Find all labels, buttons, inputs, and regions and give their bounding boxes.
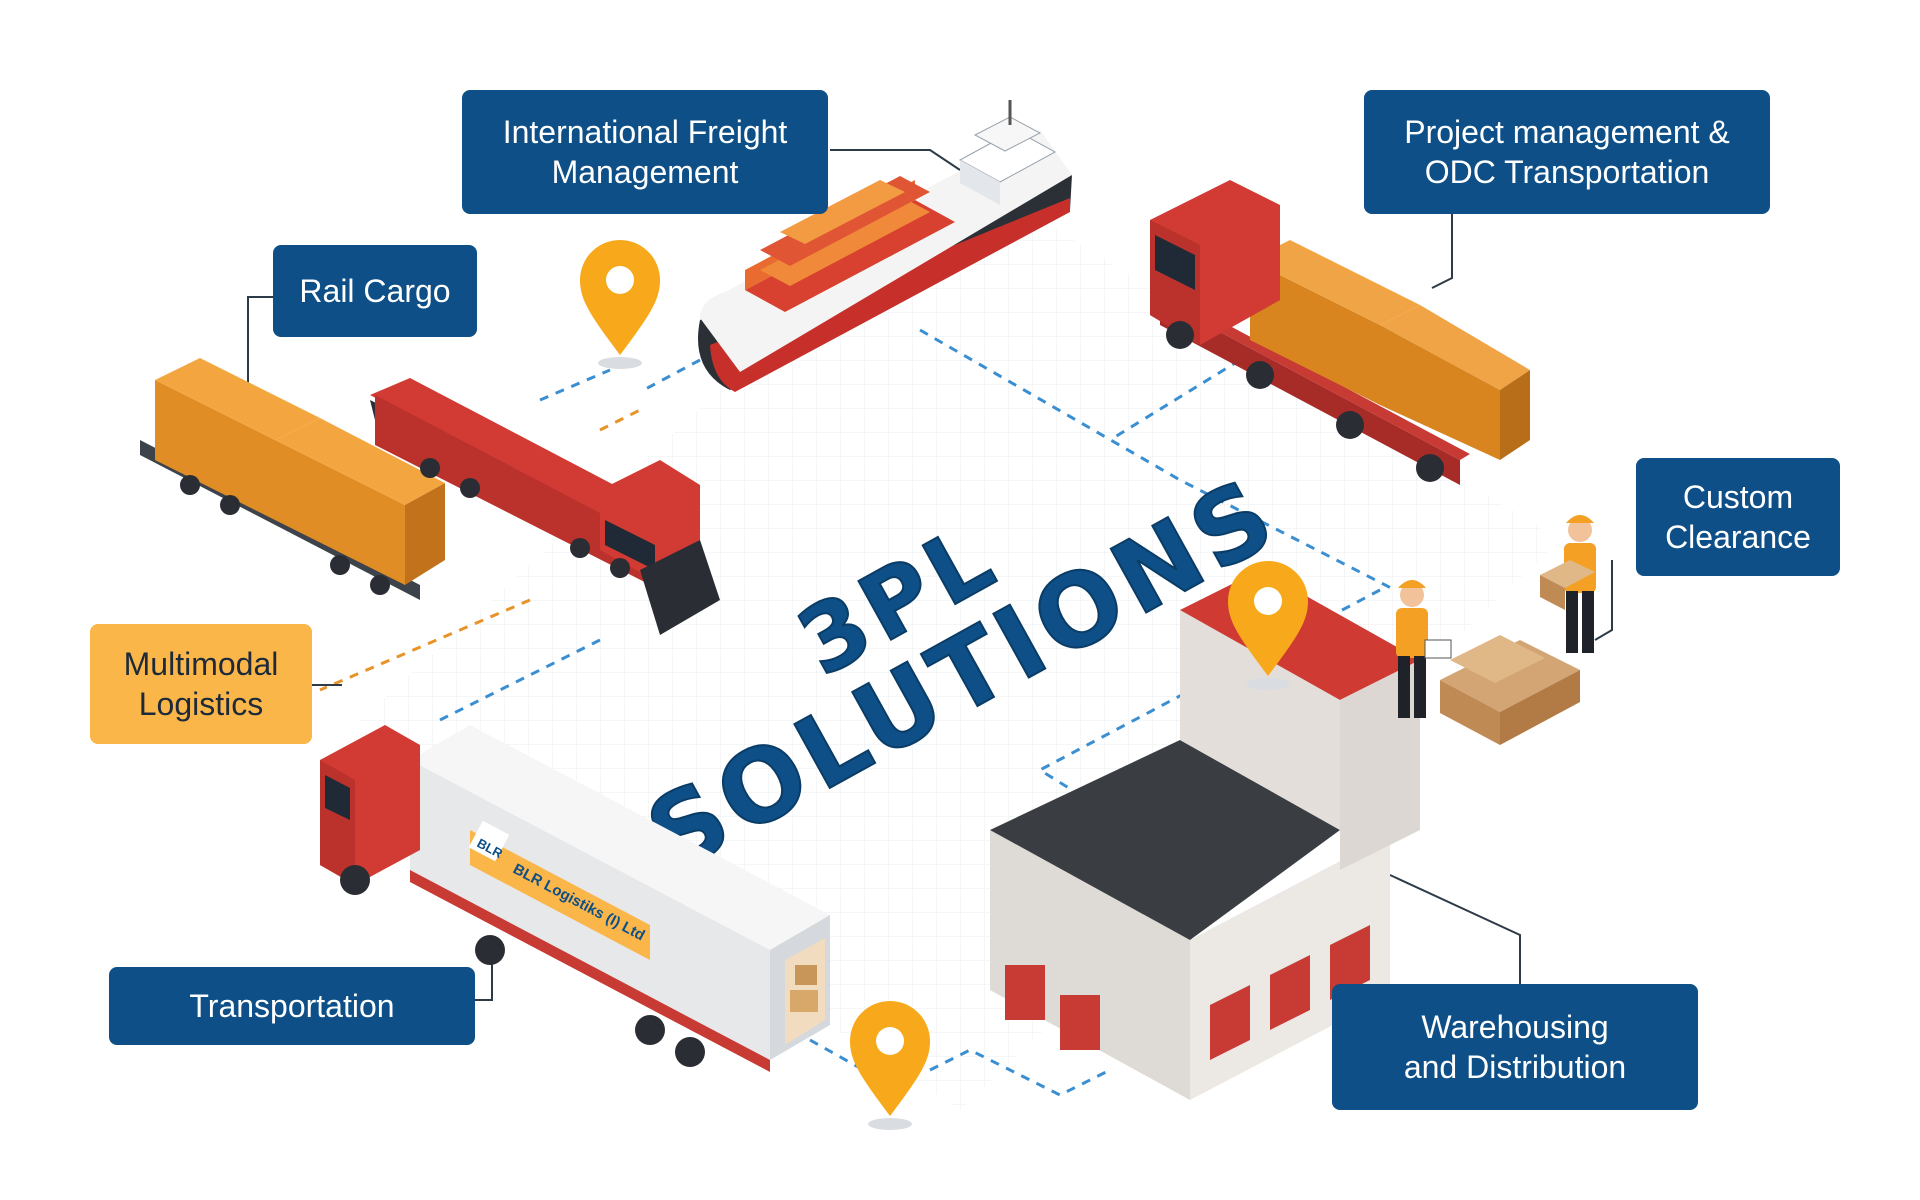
- ship-bridge: [958, 100, 1057, 205]
- rail-cargo-train: [140, 358, 720, 635]
- label-project-management: Project management & ODC Transportation: [1364, 90, 1770, 214]
- route-rail-to-pin: [599, 408, 641, 432]
- label-international-freight: International Freight Management: [462, 90, 828, 214]
- route-ship-to-custom: [919, 328, 1396, 592]
- route-pin-to-warehouse: [929, 1048, 1111, 1097]
- workers-and-pallet: [1396, 515, 1596, 745]
- route-train-to-truck: [439, 638, 601, 722]
- cargo-ship: [698, 100, 1072, 392]
- route-truck-to-ship: [1109, 358, 1241, 442]
- label-custom-clearance: Custom Clearance: [1636, 458, 1840, 576]
- connector-lines: [247, 149, 1613, 1001]
- odc-truck: [1150, 180, 1530, 485]
- location-pin-bottom: [850, 1001, 930, 1130]
- route-rail-blue: [539, 368, 611, 402]
- ship-containers: [745, 176, 955, 312]
- route-ship-to-pin: [639, 358, 701, 394]
- location-pin-right: [1228, 561, 1308, 690]
- label-multimodal-logistics: Multimodal Logistics: [90, 624, 312, 744]
- route-rail-to-multimodal: [319, 598, 531, 692]
- location-pin-top-left: [580, 240, 660, 369]
- label-transportation: Transportation: [109, 967, 475, 1045]
- transport-truck: BLR BLR Logistiks (I) Ltd: [320, 725, 830, 1072]
- label-rail-cargo: Rail Cargo: [273, 245, 477, 337]
- label-warehousing-distribution: Warehousing and Distribution: [1332, 984, 1698, 1110]
